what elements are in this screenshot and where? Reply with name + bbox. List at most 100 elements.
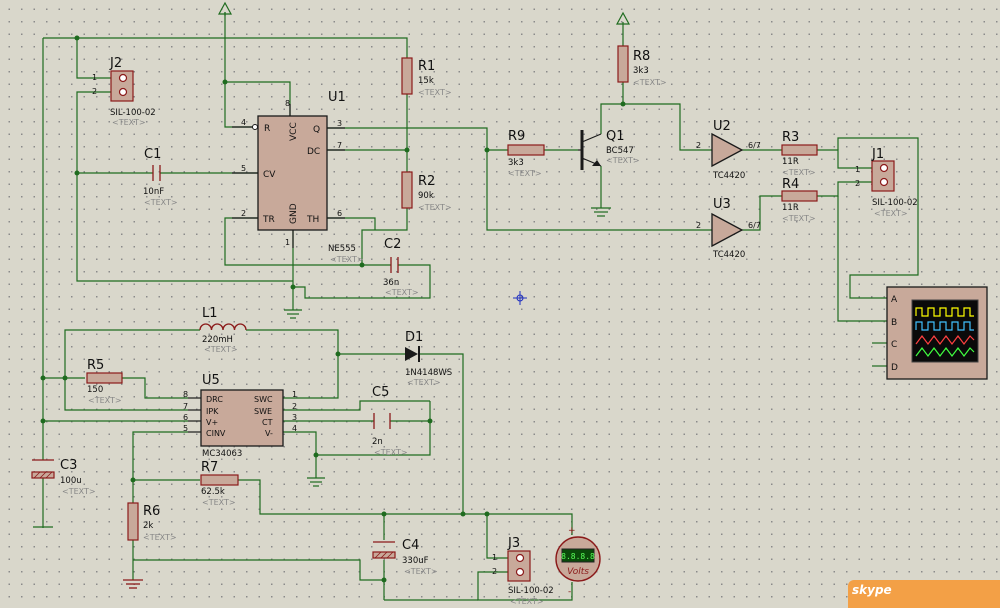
u1-ref: U1 [328, 90, 346, 105]
capacitor-c4[interactable]: C4 330uF <TEXT> [372, 538, 438, 576]
ic-u1-ne555[interactable]: R VCC Q DC CV TR GND TH 4 8 3 7 5 2 1 6 … [232, 90, 364, 264]
transistor-q1[interactable]: Q1 BC547 <TEXT> [578, 129, 640, 170]
u1-pin-4: 4 [241, 118, 246, 127]
resistor-r6[interactable]: R6 2k <TEXT> [127, 502, 177, 542]
j3-value: SIL-100-02 [508, 586, 554, 596]
driver-u2[interactable]: 2 6/7 U2 TC4420 [696, 119, 761, 181]
resistor-r4[interactable]: R4 11R <TEXT> [781, 177, 818, 223]
u1-value: NE555 [328, 244, 356, 254]
diode-d1[interactable]: D1 1N4148WS <TEXT> [405, 330, 452, 387]
resistor-r7[interactable]: R7 62.5k <TEXT> [200, 460, 239, 507]
inductor-l1[interactable]: L1 220mH <TEXT> [199, 306, 247, 354]
q1-ref: Q1 [606, 129, 625, 144]
u3-value: TC4420 [712, 250, 745, 260]
u5-pin-ct-label: CT [262, 418, 273, 427]
ground-symbol-u5 [307, 477, 325, 487]
connector-j1[interactable]: 1 2 J1 SIL-100-02 <TEXT> [855, 147, 918, 218]
j3-ref: J3 [507, 536, 520, 551]
u2-out-pin: 6/7 [748, 141, 761, 150]
u1-pin-2: 2 [241, 209, 246, 218]
resistor-r1[interactable]: R1 15k <TEXT> [401, 57, 452, 97]
oscilloscope[interactable]: A B C D [886, 286, 988, 380]
r8-value: 3k3 [633, 66, 649, 76]
skype-overlay-bar[interactable] [848, 580, 1000, 608]
u1-pin-1: 1 [285, 238, 290, 247]
connector-j2[interactable]: 1 2 J2 SIL-100-02 <TEXT> [92, 56, 156, 127]
l1-value: 220mH [202, 335, 233, 345]
capacitor-c2[interactable]: C2 36n <TEXT> [383, 237, 419, 297]
u5-pin-2: 2 [292, 402, 297, 411]
c5-value: 2n [372, 437, 383, 447]
r7-ref: R7 [201, 460, 218, 475]
resistor-r8[interactable]: R8 3k3 <TEXT> [617, 45, 667, 87]
r1-ref: R1 [418, 59, 435, 74]
c2-text: <TEXT> [385, 288, 419, 297]
c1-ref: C1 [144, 147, 161, 162]
j2-text: <TEXT> [112, 118, 146, 127]
ground-symbol-555 [284, 309, 302, 319]
u5-pin-8: 8 [183, 390, 188, 399]
u2-ref: U2 [713, 119, 731, 134]
voltmeter[interactable]: 8.8.8.8 Volts + - [555, 526, 601, 597]
ic-u5-mc34063[interactable]: DRC IPK V+ CINV SWC SWE CT V- 8 7 6 5 1 … [183, 373, 297, 459]
u1-pin-5: 5 [241, 164, 246, 173]
capacitor-c3[interactable]: C3 100u <TEXT> [31, 458, 96, 496]
voltmeter-reading: 8.8.8.8 [561, 552, 595, 561]
u5-pin-7: 7 [183, 402, 188, 411]
r5-value: 150 [87, 385, 103, 395]
u2-value: TC4420 [712, 171, 745, 181]
connector-j3[interactable]: 1 2 J3 SIL-100-02 <TEXT> [492, 536, 554, 606]
c3-ref: C3 [60, 458, 77, 473]
junctions [40, 35, 626, 583]
d1-ref: D1 [405, 330, 423, 345]
crosshair-cursor-icon [513, 291, 527, 305]
j1-text: <TEXT> [874, 209, 908, 218]
r3-text: <TEXT> [782, 168, 816, 177]
voltmeter-plus: + [568, 526, 576, 536]
r3-ref: R3 [782, 130, 799, 145]
u5-ref: U5 [202, 373, 220, 388]
resistor-r2[interactable]: R2 90k <TEXT> [401, 171, 452, 212]
u1-pin-dc-label: DC [307, 147, 320, 157]
r4-text: <TEXT> [782, 214, 816, 223]
c2-ref: C2 [384, 237, 401, 252]
r9-text: <TEXT> [508, 169, 542, 178]
u5-pin-5: 5 [183, 424, 188, 433]
r4-value: 11R [782, 203, 799, 213]
u5-pin-vplus-label: V+ [206, 418, 218, 427]
u1-pin-cv-label: CV [263, 170, 276, 180]
j3-pin-2: 2 [492, 567, 497, 576]
driver-u3[interactable]: 2 6/7 U3 TC4420 [696, 197, 761, 260]
r9-value: 3k3 [508, 158, 524, 168]
j1-ref: J1 [871, 147, 884, 162]
u1-pin-q-label: Q [313, 125, 320, 135]
resistor-r9[interactable]: R9 3k3 <TEXT> [507, 129, 545, 178]
j1-value: SIL-100-02 [872, 198, 918, 208]
r5-ref: R5 [87, 358, 104, 373]
u5-pin-4: 4 [292, 424, 297, 433]
c5-ref: C5 [372, 385, 389, 400]
scope-channel-b: B [891, 318, 897, 328]
q1-text: <TEXT> [606, 156, 640, 165]
u1-pin-6: 6 [337, 209, 342, 218]
resistor-r5[interactable]: R5 150 <TEXT> [86, 358, 123, 405]
u5-pin-1: 1 [292, 390, 297, 399]
r8-ref: R8 [633, 49, 650, 64]
c4-text: <TEXT> [404, 567, 438, 576]
capacitor-c1[interactable]: C1 10nF <TEXT> [143, 147, 178, 207]
resistor-r3[interactable]: R3 11R <TEXT> [781, 130, 818, 177]
u3-ref: U3 [713, 197, 731, 212]
scope-channel-d: D [891, 363, 898, 373]
power-terminal-top-q1 [615, 11, 631, 25]
r8-text: <TEXT> [633, 78, 667, 87]
l1-ref: L1 [202, 306, 218, 321]
r1-text: <TEXT> [418, 88, 452, 97]
j3-text: <TEXT> [510, 597, 544, 606]
r1-value: 15k [418, 76, 434, 86]
u1-pin-gnd-label: GND [289, 203, 299, 224]
r6-ref: R6 [143, 504, 160, 519]
capacitor-c5[interactable]: C5 2n <TEXT> [372, 385, 408, 457]
c3-text: <TEXT> [62, 487, 96, 496]
